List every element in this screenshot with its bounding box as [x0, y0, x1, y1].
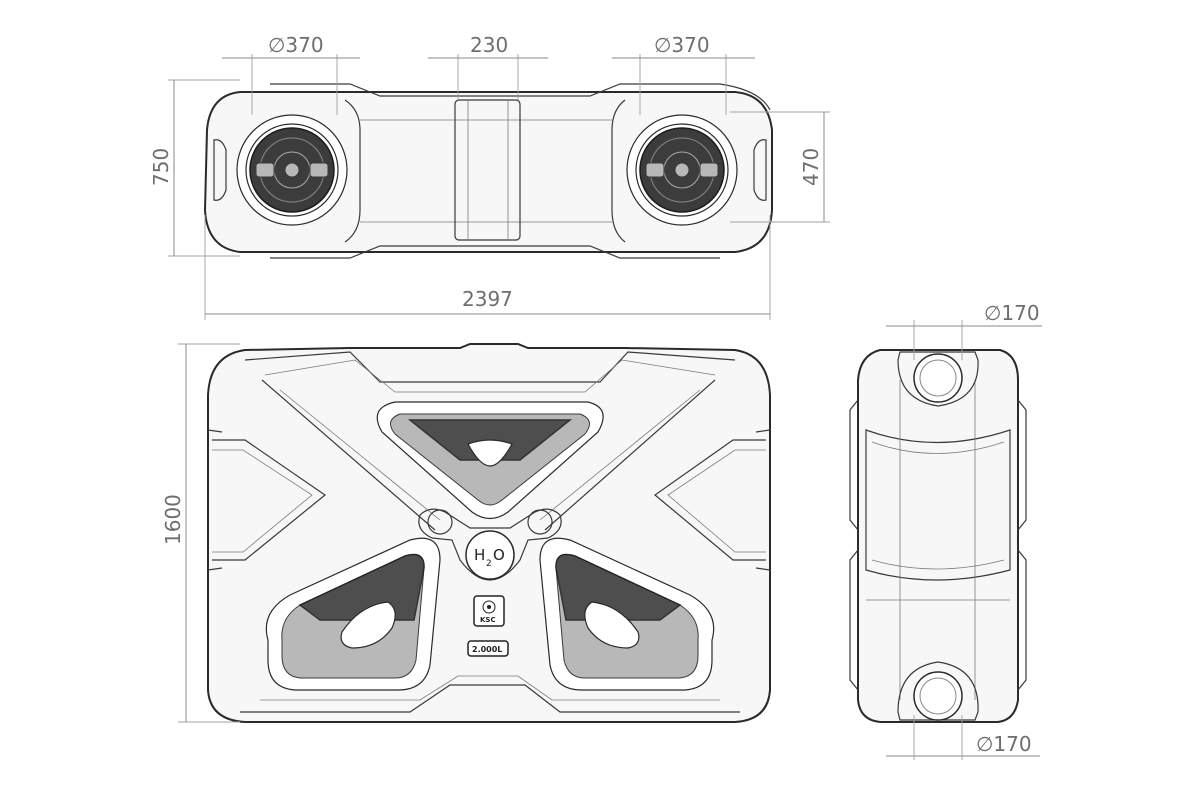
capacity-badge: 2.000L: [467, 640, 509, 657]
logo-h: H: [474, 546, 485, 564]
lower-left-recess-icon: [265, 537, 441, 691]
left-lid-icon: [236, 114, 348, 226]
h2o-logo-icon: H 2 O: [418, 508, 562, 581]
front-view-dimensions: 1600: [161, 343, 240, 723]
dim-left-opening: ∅370: [268, 33, 324, 57]
dim-bottom-port: ∅170: [976, 732, 1032, 756]
logo-o: O: [493, 546, 505, 564]
side-view-dimensions: ∅170 ∅170: [886, 301, 1042, 760]
ksc-badge-icon: KSC: [473, 595, 505, 627]
right-lid-icon: [626, 114, 738, 226]
side-view: [849, 349, 1027, 723]
dim-right-opening: ∅370: [654, 33, 710, 57]
logo-subscript: 2: [486, 559, 492, 569]
top-view-dimensions: ∅370 230 ∅370 750 470 2397: [149, 33, 830, 320]
lower-right-recess-icon: [539, 537, 715, 691]
top-recess-icon: [376, 401, 604, 520]
dim-center-gap: 230: [470, 33, 508, 57]
badge-capacity: 2.000L: [472, 645, 502, 654]
badge-ksc: KSC: [480, 616, 496, 624]
dim-height: 1600: [161, 494, 185, 545]
dim-inner-depth: 470: [799, 148, 823, 186]
dim-depth: 750: [149, 148, 173, 186]
front-view: H 2 O KSC 2.000L: [207, 343, 771, 723]
bottom-port-icon: [897, 661, 979, 721]
top-port-icon: [897, 351, 979, 407]
top-view: [203, 83, 773, 259]
dim-top-port: ∅170: [984, 301, 1040, 325]
dim-length: 2397: [462, 287, 513, 311]
